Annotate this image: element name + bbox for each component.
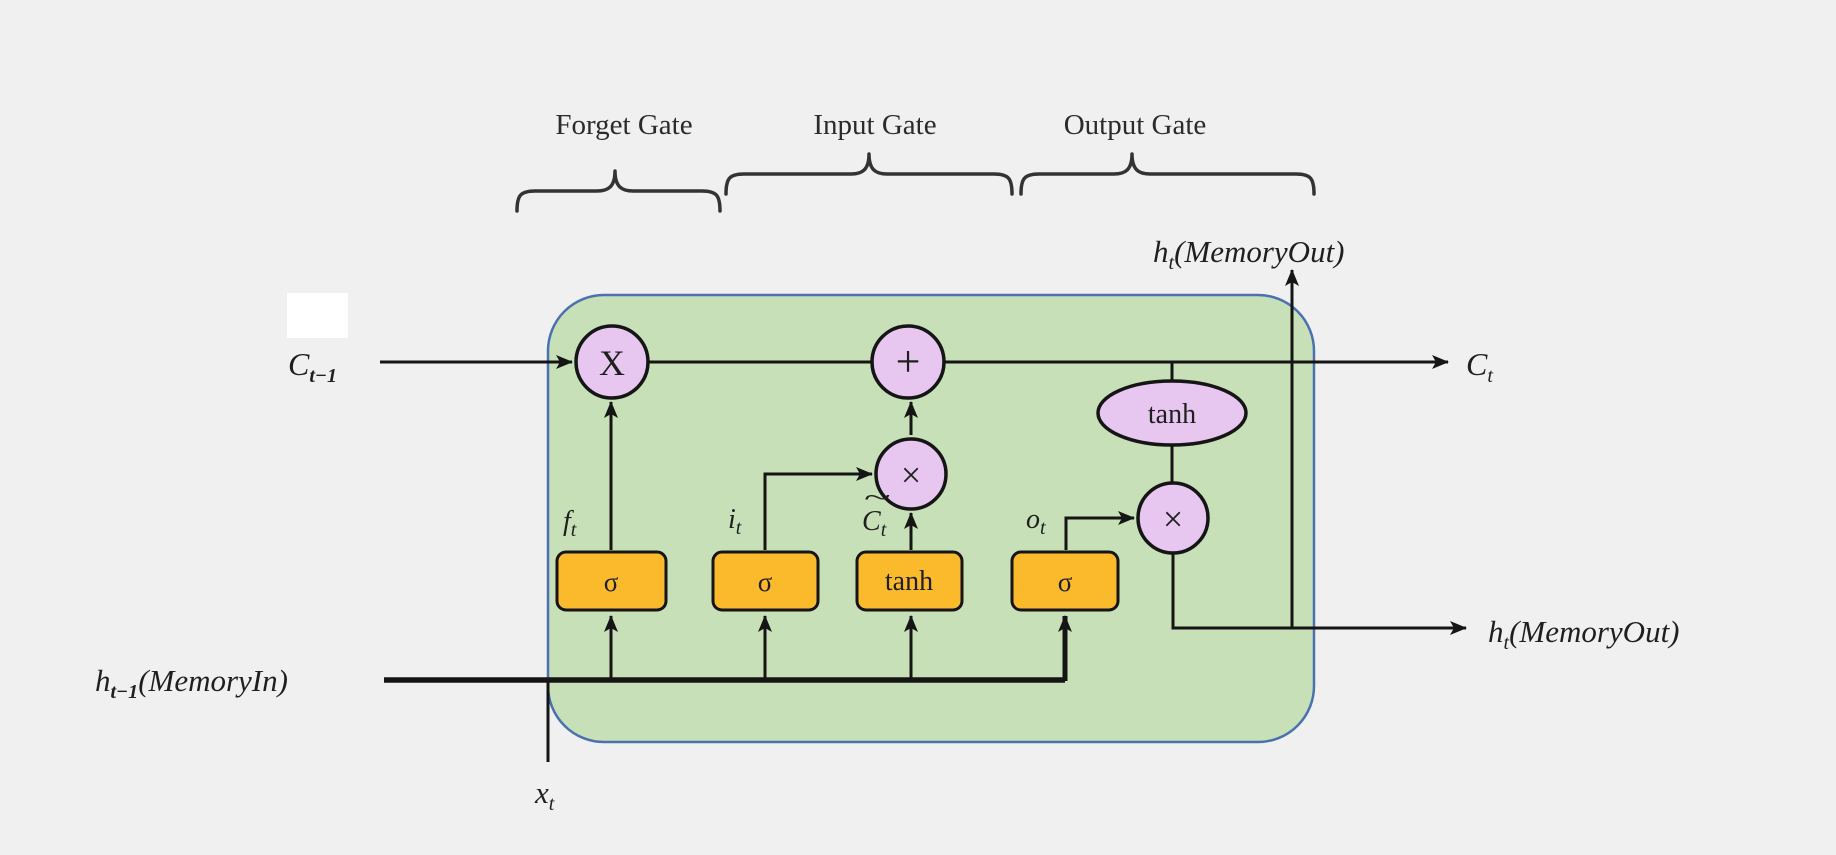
gate-braces: [515, 152, 1316, 213]
candidate-tilde: ~: [864, 483, 891, 512]
output-sigma-box: [1010, 550, 1120, 612]
output-gate-brace: [1019, 152, 1316, 196]
gate-boxes: [555, 550, 1120, 612]
cell-state-out-label: Ct: [1466, 346, 1493, 387]
line-input-sigma-to-mul: [763, 467, 873, 550]
output-sigma-glyph: σ: [1058, 567, 1073, 597]
forget-multiply-node: [574, 324, 650, 400]
input-gate-brace: [724, 152, 1014, 196]
input-sigma-box: [711, 550, 820, 612]
candidate-label: Ct: [862, 506, 887, 541]
signal-lines: [380, 269, 1467, 762]
output-multiply-glyph: ×: [1163, 499, 1183, 539]
input-multiply-node: [874, 437, 948, 511]
forget-multiply-glyph: X: [599, 343, 625, 383]
input-sigma-glyph: σ: [758, 567, 773, 597]
tanh-state-glyph: tanh: [1148, 399, 1196, 430]
input-gate-title: Input Gate: [813, 109, 936, 141]
tanh-state-node: [1096, 379, 1248, 447]
line-output-mul-to-hout: [1171, 551, 1467, 635]
candidate-tanh-glyph: tanh: [885, 566, 933, 597]
line-output-sigma-to-mul: [1064, 511, 1135, 550]
output-activation-label: ot: [1026, 504, 1046, 539]
white-patch: [287, 293, 348, 338]
add-glyph: +: [896, 337, 921, 386]
op-nodes: [574, 324, 1248, 555]
memory-out-top-label: ht(MemoryOut): [1153, 234, 1345, 274]
forget-activation-label: ft: [563, 506, 577, 541]
add-node: [870, 324, 946, 400]
forget-sigma-box: [555, 550, 668, 612]
input-activation-label: it: [728, 504, 742, 539]
forget-gate-brace: [515, 169, 722, 213]
cell-state-in-label: Ct−1: [288, 346, 337, 387]
input-multiply-glyph: ×: [901, 455, 921, 495]
memory-in-label: ht−1(MemoryIn): [95, 663, 288, 703]
output-gate-title: Output Gate: [1064, 109, 1207, 141]
xt-input-label: xt: [534, 775, 555, 815]
forget-sigma-glyph: σ: [604, 567, 619, 597]
candidate-tanh-box: [855, 550, 964, 612]
output-multiply-node: [1136, 481, 1210, 555]
forget-gate-title: Forget Gate: [555, 109, 692, 141]
memory-out-bottom-label: ht(MemoryOut): [1488, 614, 1680, 654]
